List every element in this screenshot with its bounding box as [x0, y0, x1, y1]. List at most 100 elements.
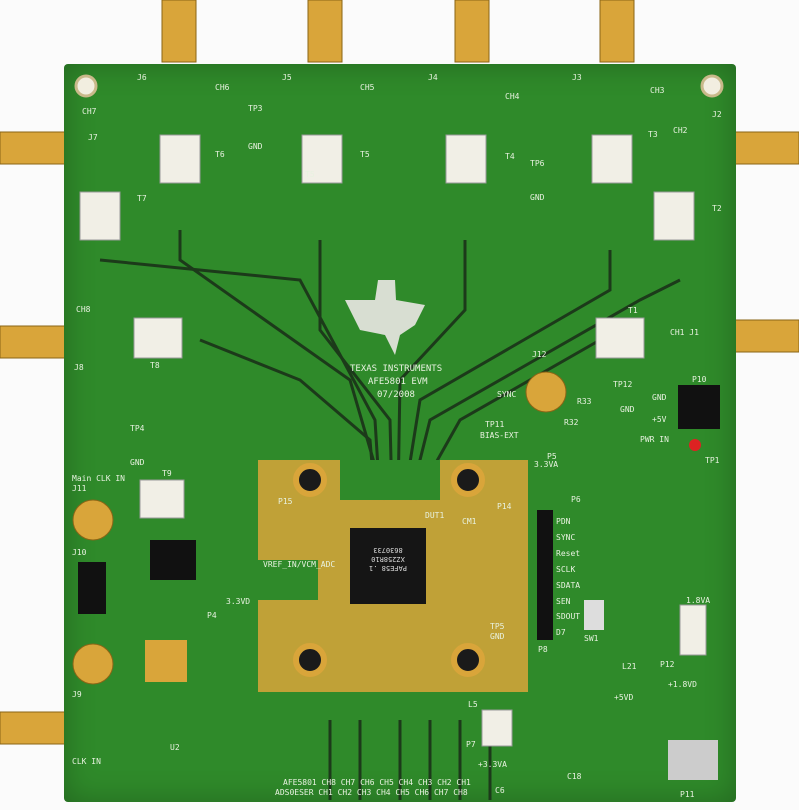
sma-connector-j4	[454, 0, 490, 63]
label: +5VD	[614, 693, 634, 702]
label: P5	[547, 452, 557, 461]
label: T6	[215, 150, 225, 159]
chip-line: XZ258R10	[371, 555, 405, 563]
connector-p12	[679, 604, 707, 656]
label: L21	[622, 662, 637, 671]
label: PDN	[556, 517, 571, 526]
sma-connector-ch7	[0, 131, 67, 165]
label: TP12	[613, 380, 633, 389]
dut-hole	[293, 643, 327, 677]
label: J4	[428, 73, 438, 82]
label: +1.8VD	[668, 680, 697, 689]
label: TP3	[248, 104, 263, 113]
label: DUT1	[425, 511, 445, 520]
label: PWR IN	[640, 435, 669, 444]
mount-hole	[74, 74, 98, 98]
label: R32	[564, 418, 579, 427]
label: TP5	[490, 622, 505, 631]
label: SYNC	[556, 533, 576, 542]
label: CH4	[505, 92, 520, 101]
chip-marking: PAFE58 .1 XZ258R10 8630733	[352, 545, 424, 572]
sma-connector-j1	[733, 319, 799, 353]
label: 1.8VA	[686, 596, 711, 605]
label: T3	[648, 130, 658, 139]
label: J11	[72, 484, 87, 493]
chip-line: 8630733	[373, 546, 403, 554]
label: TP11	[485, 420, 505, 429]
label: GND	[248, 142, 263, 151]
transformer-t5	[301, 134, 343, 184]
transformer-t2	[653, 191, 695, 241]
label: CH8	[76, 305, 91, 314]
label: J7	[88, 133, 98, 142]
transformer-t3	[591, 134, 633, 184]
label: CH5	[360, 83, 375, 92]
label: T8	[150, 361, 160, 370]
label: R33	[577, 397, 592, 406]
transformer-t1	[595, 317, 645, 359]
sma-connector-j3	[599, 0, 635, 63]
board-model: AFE5801 EVM	[368, 377, 428, 387]
label: SYNC	[497, 390, 517, 399]
led-tp1	[689, 439, 701, 451]
label: P7	[466, 740, 476, 749]
transformer-t4	[445, 134, 487, 184]
label: U2	[170, 743, 180, 752]
label: C6	[495, 786, 505, 795]
label: P6	[571, 495, 581, 504]
label: CH6	[215, 83, 230, 92]
switch-sw1	[584, 600, 604, 630]
label: GND	[130, 458, 145, 467]
dut-hole	[451, 643, 485, 677]
label: CH3	[650, 86, 665, 95]
label: P4	[207, 611, 217, 620]
label: T5	[360, 150, 370, 159]
dut-hole	[451, 463, 485, 497]
label: GND	[620, 405, 635, 414]
label: GND	[490, 632, 505, 641]
label: TP6	[530, 159, 545, 168]
label: CH7	[82, 107, 97, 116]
bottom-label-row1: AFE5801 CH8 CH7 CH6 CH5 CH4 CH3 CH2 CH1	[283, 778, 471, 787]
texas-logo-icon	[345, 280, 425, 355]
label: TP1	[705, 456, 720, 465]
usb-connector-p11	[668, 740, 718, 780]
label: T5	[305, 170, 315, 179]
transformer-t8	[133, 317, 183, 359]
label: CLK IN	[72, 757, 101, 766]
ic-u2	[145, 640, 187, 682]
terminal-p10	[678, 385, 720, 429]
label: T1	[628, 306, 638, 315]
label: +5V	[652, 415, 667, 424]
label: D7	[556, 628, 566, 637]
label: J3	[572, 73, 582, 82]
mount-hole	[700, 74, 724, 98]
label: J12	[532, 350, 547, 359]
label: C18	[567, 772, 582, 781]
sma-connector-j2	[733, 131, 799, 165]
ti-logo-text: TEXAS INSTRUMENTS	[350, 364, 443, 374]
label: 3.3VA	[534, 460, 559, 469]
transformer-t9	[139, 479, 185, 519]
label: J5	[282, 73, 292, 82]
transformer-t7	[79, 191, 121, 241]
label: GND	[652, 393, 667, 402]
label: P14	[497, 502, 512, 511]
sma-connector-j6	[161, 0, 197, 63]
label: T4	[505, 152, 515, 161]
board-date: 07/2008	[377, 390, 415, 400]
label: SDATA	[556, 581, 581, 590]
sma-j9	[72, 643, 114, 685]
label: CM1	[462, 517, 477, 526]
label: P11	[680, 790, 695, 799]
label: SCLK	[556, 565, 576, 574]
label: J8	[74, 363, 84, 372]
sma-j11	[72, 499, 114, 541]
header-j10	[78, 562, 106, 614]
label: 3.3VD	[226, 597, 251, 606]
dut-hole	[293, 463, 327, 497]
label: J2	[712, 110, 722, 119]
sma-j12	[525, 371, 567, 413]
